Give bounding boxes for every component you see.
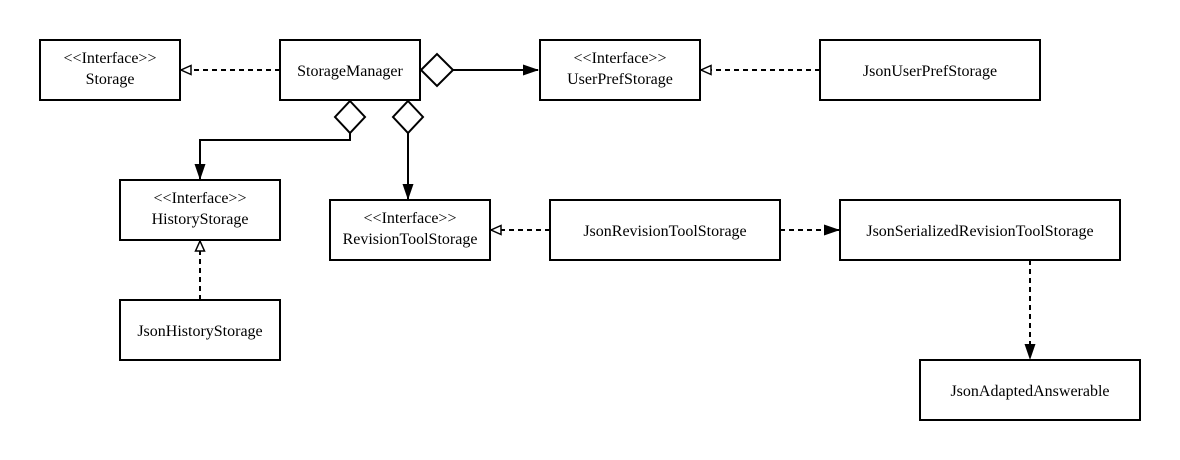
class-storagemanager[interactable]: StorageManager [279, 39, 421, 101]
class-revisiontoolstorage-name: RevisionToolStorage [343, 231, 478, 248]
class-jsonuserprefstorage[interactable]: JsonUserPrefStorage [819, 39, 1041, 101]
class-userprefstorage-stereotype: <<Interface>> [574, 50, 667, 67]
class-historystorage-name: HistoryStorage [152, 211, 249, 228]
aggregation-diamond-revisiontoolstorage [391, 99, 425, 135]
class-jsonhistorystorage[interactable]: JsonHistoryStorage [119, 299, 281, 361]
aggregation-storagemanager-historystorage [194, 133, 351, 180]
class-historystorage[interactable]: <<Interface>> HistoryStorage [119, 179, 281, 241]
class-jsonserializedrevisiontoolstorage[interactable]: JsonSerializedRevisionToolStorage [839, 199, 1121, 261]
class-jsonrevisiontoolstorage-name: JsonRevisionToolStorage [583, 223, 746, 240]
class-userprefstorage[interactable]: <<Interface>> UserPrefStorage [539, 39, 701, 101]
class-jsonadaptedanswerable[interactable]: JsonAdaptedAnswerable [919, 359, 1141, 421]
class-storage[interactable]: <<Interface>> Storage [39, 39, 181, 101]
class-jsonhistorystorage-name: JsonHistoryStorage [137, 323, 262, 340]
aggregation-diamond-userprefstorage [419, 52, 455, 88]
class-revisiontoolstorage-stereotype: <<Interface>> [364, 210, 457, 227]
class-storage-stereotype: <<Interface>> [64, 50, 157, 67]
class-jsonserializedrevisiontoolstorage-name: JsonSerializedRevisionToolStorage [866, 223, 1093, 240]
aggregation-diamond-historystorage [333, 99, 367, 135]
class-revisiontoolstorage[interactable]: <<Interface>> RevisionToolStorage [329, 199, 491, 261]
class-storagemanager-name: StorageManager [297, 63, 403, 80]
class-jsonuserprefstorage-name: JsonUserPrefStorage [863, 63, 997, 80]
class-jsonadaptedanswerable-name: JsonAdaptedAnswerable [950, 383, 1109, 400]
class-storage-name: Storage [86, 71, 135, 88]
class-historystorage-stereotype: <<Interface>> [154, 190, 247, 207]
class-userprefstorage-name: UserPrefStorage [567, 71, 673, 88]
class-jsonrevisiontoolstorage[interactable]: JsonRevisionToolStorage [549, 199, 781, 261]
